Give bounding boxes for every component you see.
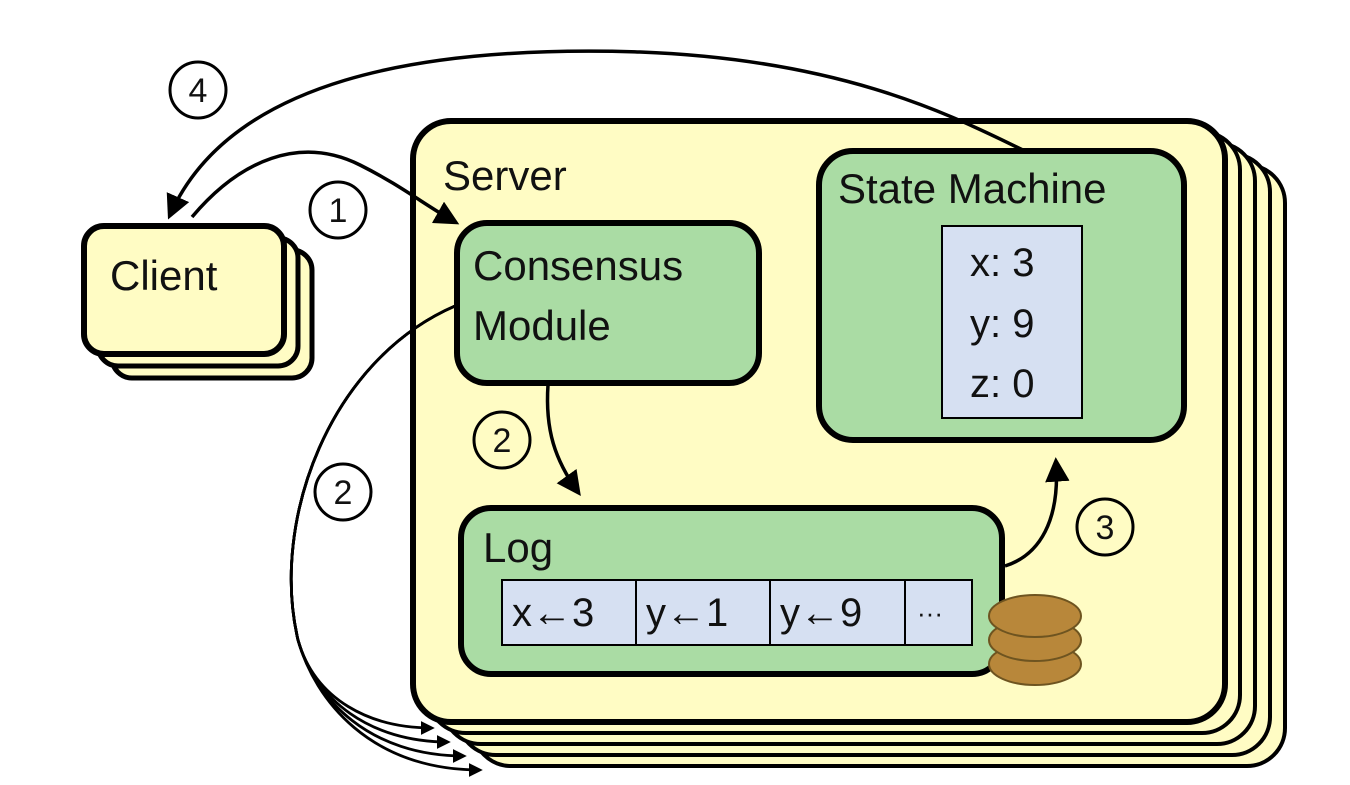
- state-value-y: y: 9: [970, 302, 1034, 346]
- log-entry-1: x←3: [512, 591, 594, 635]
- log-entry-cell-1: [501, 579, 637, 646]
- step-1-label: 1: [329, 192, 348, 230]
- arrow-step3-log-to-statemachine: [1004, 457, 1070, 568]
- consensus-module-label-line2: Module: [473, 302, 611, 349]
- client-card[interactable]: Client: [81, 223, 287, 357]
- disk-storage-icon: [988, 594, 1082, 686]
- log: Log x←3 y←1 y←9 ···: [458, 505, 1005, 677]
- state-machine-label: State Machine: [838, 165, 1107, 212]
- step-2-replicate-label: 2: [334, 474, 353, 512]
- log-entry-2: y←1: [646, 591, 728, 635]
- log-entry-cell-2: [635, 579, 771, 646]
- step-4-label: 4: [189, 72, 208, 110]
- step-2-internal-label: 2: [493, 422, 512, 460]
- state-value-x: x: 3: [970, 241, 1034, 285]
- arrow-step1-client-to-consensus: [190, 150, 460, 225]
- step-3-label: 3: [1096, 509, 1115, 547]
- step-4-marker: 4: [168, 60, 228, 120]
- client-label: Client: [110, 252, 218, 299]
- state-machine: State Machine x: 3 y: 9 z: 0: [816, 148, 1187, 443]
- log-entry-cell-4: [904, 579, 973, 646]
- state-values-box: [941, 225, 1083, 419]
- log-entry-cell-3: [769, 579, 906, 646]
- replication-arrow: [289, 304, 483, 777]
- log-entry-ellipsis: ···: [917, 598, 943, 628]
- step-1-marker: 1: [308, 180, 368, 240]
- step-2-internal-marker: 2: [472, 410, 532, 470]
- consensus-module-label-line1: Consensus: [473, 242, 683, 289]
- arrow-step4-statemachine-to-client: [166, 49, 1026, 220]
- arrow-step2-consensus-to-log: [545, 384, 581, 496]
- log-entry-3: y←9: [780, 591, 862, 635]
- step-3-marker: 3: [1075, 497, 1135, 557]
- log-label: Log: [483, 524, 553, 571]
- step-markers: 4 1 2 2 3: [168, 60, 1135, 557]
- state-value-z: z: 0: [970, 362, 1034, 406]
- log-entries: x←3 y←1 y←9 ···: [501, 579, 973, 646]
- arrows: [166, 49, 1070, 568]
- server-label: Server: [443, 152, 567, 199]
- replication-arrows: [289, 304, 483, 777]
- step-2-replicate-marker: 2: [313, 462, 373, 522]
- consensus-module: Consensus Module: [454, 220, 762, 386]
